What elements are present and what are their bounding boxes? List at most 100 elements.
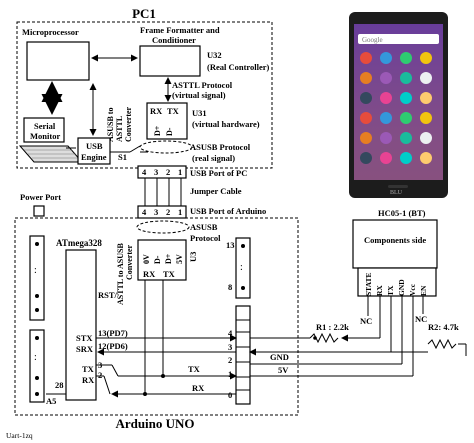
u3-rx: RX [143, 269, 156, 279]
s1-switch-line [129, 145, 141, 153]
u3-5v: 5V [175, 254, 184, 264]
tx-out-label: TX [188, 364, 201, 374]
app-icon [420, 52, 432, 64]
smartphone-image: Google BLU [349, 12, 448, 198]
atmega-box [65, 249, 97, 401]
u3-dplus: D+ [164, 253, 173, 264]
u31-tx-label: TX [167, 106, 180, 116]
left-header-top [29, 235, 45, 321]
microprocessor-box [26, 41, 90, 81]
app-icon [400, 132, 412, 144]
app-icon [380, 112, 392, 124]
ard-pin-3: 3 [154, 207, 158, 217]
serial-monitor-label-2: Monitor [30, 131, 60, 141]
arduino-title: Arduino UNO [115, 416, 194, 431]
app-icon [360, 152, 372, 164]
pc-pin-4: 4 [142, 167, 147, 177]
u32-label: U32 [207, 50, 222, 60]
right-header-top [235, 237, 251, 299]
app-icon [420, 112, 432, 124]
hdr-0: 0 [228, 390, 232, 400]
nc-1: NC [360, 316, 372, 326]
app-icon [380, 72, 392, 84]
app-icon [420, 152, 432, 164]
u31-dminus-label: D- [165, 127, 174, 136]
microprocessor-label: Microprocessor [22, 27, 79, 37]
bt-pin-gnd: GND [397, 279, 406, 296]
pc-title: PC1 [132, 6, 156, 21]
pc-pin-1: 1 [178, 167, 182, 177]
app-icon [420, 92, 432, 104]
app-icon [360, 112, 372, 124]
asttl-virtual-label: (virtual signal) [172, 90, 226, 100]
nc-2: NC [415, 314, 427, 324]
app-icon [400, 112, 412, 124]
svg-text::: : [240, 262, 243, 273]
frame-formatter-box [139, 45, 201, 77]
pc-dashed-frame [16, 21, 273, 169]
bt-title: HC05-1 (BT) [378, 208, 426, 218]
bt-pin-block [357, 267, 437, 297]
rx-out-label: RX [192, 383, 205, 393]
gnd-label: GND [270, 352, 289, 362]
bt-pin-rx: RX [375, 285, 384, 296]
bt-components-side: Components side [364, 235, 426, 245]
rx-label: RX [82, 375, 95, 385]
u3-dminus: D- [153, 255, 162, 264]
pin28-label: 28 [55, 380, 64, 390]
app-icon [360, 132, 372, 144]
app-icon [400, 52, 412, 64]
left-header-bottom [29, 329, 45, 403]
laptop-icon [18, 117, 84, 163]
phone-brand: BLU [390, 190, 403, 196]
atmega-label: ATmega328 [56, 238, 102, 248]
app-icon [360, 52, 372, 64]
arduino-converter-2: Converter [125, 244, 134, 280]
serial-monitor-label: Serial [34, 121, 56, 131]
bt-pin-vcc: Vcc [408, 283, 417, 296]
usb-engine-label-1: USB [86, 141, 103, 151]
power-port-label: Power Port [20, 192, 61, 202]
frame-formatter-label: Frame Formatter and [140, 25, 220, 35]
pc-pin-3: 3 [154, 167, 158, 177]
asttl-protocol-label: ASTTL Protocol [172, 80, 233, 90]
asusb-right-label-2: Protocol [190, 233, 221, 243]
app-icon [380, 92, 392, 104]
hdr-2: 2 [228, 355, 232, 365]
app-icon [380, 152, 392, 164]
usb-port-arduino-label: USB Port of Arduino [190, 206, 266, 216]
u31-dplus-label: D+ [153, 125, 162, 136]
app-icon [400, 92, 412, 104]
svg-text::: : [34, 265, 37, 276]
rx-pin-2: 2 [98, 370, 102, 380]
usb-engine-box [77, 137, 111, 165]
usb-engine-label-2: Engine [81, 152, 107, 162]
r2-label: R2: 4.7k [428, 322, 459, 332]
bt-pin-en: EN [419, 285, 428, 296]
stx-label: STX [76, 333, 93, 343]
jumper-cable-label: Jumper Cable [190, 186, 242, 196]
u3-box [137, 239, 187, 281]
u3-label: U3 [188, 252, 198, 262]
app-icon [380, 132, 392, 144]
arduino-dashed-frame [14, 217, 299, 416]
app-icon [380, 52, 392, 64]
converter-label-1: ASUSB to [106, 108, 115, 142]
ard-pin-2: 2 [166, 207, 170, 217]
u31-desc: (virtual hardware) [192, 119, 260, 129]
app-icon [360, 72, 372, 84]
u32-desc: (Real Controller) [207, 62, 270, 72]
s1-label: S1 [118, 152, 127, 162]
header-8: 8 [228, 282, 232, 292]
pd6-label: 12(PD6) [98, 341, 128, 351]
u3-0v: 0V [142, 254, 151, 264]
conditioner-label-text: Conditioner [152, 35, 196, 45]
hdr-1: 1 [228, 369, 232, 379]
ard-pin-4: 4 [142, 207, 147, 217]
footer-label: Uart-1zq [6, 431, 33, 440]
u31-rx-label: RX [150, 106, 163, 116]
u31-box [146, 102, 188, 140]
right-header-digital [235, 305, 251, 405]
pc-pin-2: 2 [166, 167, 170, 177]
app-icon [400, 72, 412, 84]
